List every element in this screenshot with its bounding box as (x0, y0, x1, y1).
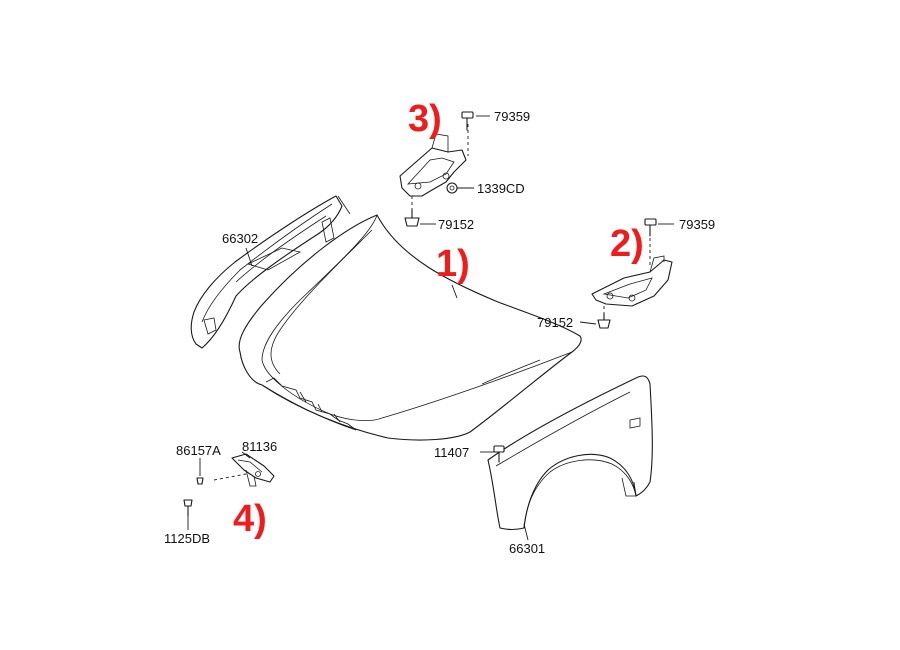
hinge-right-part (591, 232, 673, 318)
part-number-86157a: 86157A (176, 443, 221, 458)
part-number-1339cd: 1339CD (477, 181, 525, 196)
callout-latch: 4) (233, 498, 267, 540)
bolt-hinge-right-bottom (597, 313, 611, 329)
leader-lines (187, 115, 674, 541)
part-number-81136: 81136 (242, 439, 277, 454)
bolt-hinge-left-bottom (404, 209, 420, 227)
seal-strip-part (190, 195, 351, 349)
hinge-left-part (399, 124, 469, 216)
part-number-79152-right: 79152 (537, 315, 573, 330)
callout-hood: 1) (436, 243, 470, 285)
callout-hinge-left: 3) (408, 98, 442, 140)
callout-hinge-right: 2) (610, 223, 644, 265)
part-number-79359-right: 79359 (679, 217, 715, 232)
bolt-hinge-right-top (644, 218, 657, 237)
hood-latch-part (213, 453, 275, 487)
fender-panel (487, 375, 653, 531)
part-number-79359-left: 79359 (494, 109, 530, 124)
part-number-66301: 66301 (509, 541, 545, 556)
cable-clip-part (196, 477, 204, 485)
part-number-11407: 11407 (434, 445, 469, 460)
part-number-1125db: 1125DB (164, 531, 210, 546)
part-number-79152-left: 79152 (438, 217, 474, 232)
latch-bolt-part (183, 499, 193, 517)
hood-panel (238, 214, 582, 441)
fender-bolt-part (493, 445, 505, 463)
nut-hinge-left (446, 182, 458, 194)
bolt-hinge-left-top (461, 111, 474, 131)
part-number-66302: 66302 (222, 231, 258, 246)
